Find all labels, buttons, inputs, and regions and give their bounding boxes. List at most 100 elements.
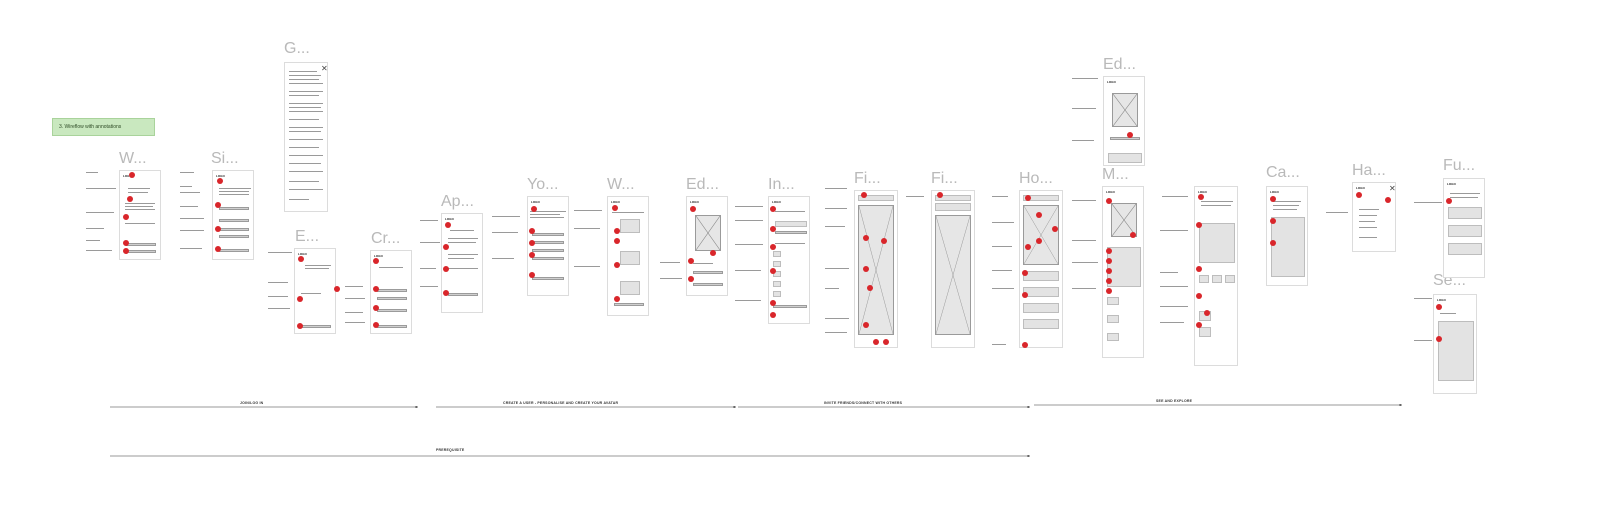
frame-title-ap: Ap...: [441, 193, 474, 210]
share-options[interactable]: [775, 221, 807, 227]
option-4[interactable]: [532, 257, 564, 260]
annotation-marker: [373, 258, 379, 264]
save-button[interactable]: [693, 283, 723, 286]
fact-card[interactable]: [1448, 225, 1482, 237]
photo-thumb[interactable]: [1107, 315, 1119, 323]
menu-item[interactable]: [1359, 227, 1377, 228]
annotation-note: [825, 268, 849, 269]
option-3[interactable]: [532, 249, 564, 252]
avatar-option[interactable]: [620, 219, 640, 233]
annotation-note: [1160, 286, 1188, 287]
section-label: 3. Wireflow with annotations: [52, 118, 155, 136]
photo-thumb[interactable]: [1107, 297, 1119, 305]
annotation-marker: [1025, 195, 1031, 201]
password-field[interactable]: [219, 219, 249, 222]
phone-find-2: [931, 190, 975, 348]
text-line: [448, 268, 478, 269]
annotation-marker: [123, 248, 129, 254]
annotation-note: [345, 322, 365, 323]
annotation-note: [992, 270, 1012, 271]
close-icon[interactable]: ✕: [1389, 184, 1396, 193]
name-field[interactable]: [1110, 137, 1140, 140]
annotation-note: [86, 240, 100, 241]
menu-item[interactable]: [1359, 237, 1377, 238]
filter-bar[interactable]: [935, 203, 971, 211]
fact-card[interactable]: [1448, 243, 1482, 255]
continue-button[interactable]: [219, 235, 249, 238]
close-icon[interactable]: ✕: [321, 64, 328, 73]
annotation-marker: [1196, 293, 1202, 299]
annotation-note: [1072, 140, 1094, 141]
continue-button[interactable]: [532, 277, 564, 280]
annotation-note: [660, 278, 682, 279]
feed-card[interactable]: [1023, 319, 1059, 329]
annotation-marker: [127, 196, 133, 202]
select-button[interactable]: [614, 303, 644, 306]
annotation-marker: [1127, 132, 1133, 138]
annotation-marker: [373, 322, 379, 328]
annotation-note: [1072, 108, 1096, 109]
search-bar[interactable]: [858, 195, 894, 201]
text-line: [379, 267, 403, 268]
annotation-note: [992, 196, 1008, 197]
menu-item[interactable]: [1359, 215, 1377, 216]
frame-title-ca: Ca...: [1266, 164, 1300, 181]
category-tile[interactable]: [1212, 275, 1222, 283]
map-area[interactable]: [935, 215, 971, 335]
avatar-option[interactable]: [620, 281, 640, 295]
logo: LOGO: [216, 174, 225, 178]
info-card[interactable]: [1199, 223, 1235, 263]
heading-line: [1440, 313, 1456, 314]
username-field[interactable]: [377, 297, 407, 300]
logo: LOGO: [1106, 190, 1115, 194]
plant-tile[interactable]: [1199, 327, 1211, 337]
frame-title-yo: Yo...: [527, 176, 559, 193]
avatar-option[interactable]: [620, 251, 640, 265]
text-line: [289, 119, 319, 120]
annotation-note: [86, 188, 116, 189]
text-line: [289, 75, 321, 76]
name-field[interactable]: [693, 271, 723, 274]
annotation-note: [345, 286, 363, 287]
share-button[interactable]: [775, 231, 807, 234]
annotation-marker: [1106, 278, 1112, 284]
text-line: [289, 111, 323, 112]
annotation-marker: [863, 322, 869, 328]
category-tile[interactable]: [1199, 275, 1209, 283]
profile-menu[interactable]: [1107, 247, 1141, 287]
annotation-marker: [614, 238, 620, 244]
text-line: [289, 127, 323, 128]
text-line: [289, 155, 323, 156]
annotation-marker: [1130, 232, 1136, 238]
photo-thumb[interactable]: [1107, 333, 1119, 341]
option-1[interactable]: [532, 233, 564, 236]
text-line: [289, 95, 319, 96]
contact-avatar: [773, 261, 781, 267]
heading-line: [612, 212, 644, 213]
flow-label-prereq: PREREQUISITE: [436, 448, 465, 452]
fact-card[interactable]: [1448, 207, 1482, 219]
frame-title-w2: W...: [607, 176, 635, 193]
settings-list[interactable]: [1438, 321, 1474, 381]
search-bar[interactable]: [935, 195, 971, 201]
text-line: [289, 163, 321, 164]
camera-viewfinder[interactable]: [1271, 217, 1305, 277]
search-bar[interactable]: [1023, 195, 1059, 201]
phone-edit-profile: LOGO: [1103, 76, 1145, 166]
heading-line: [1273, 205, 1299, 206]
phone-fun-facts: LOGO: [1443, 178, 1485, 278]
heading-line: [775, 243, 805, 244]
annotation-marker: [298, 256, 304, 262]
category-tile[interactable]: [1225, 275, 1235, 283]
menu-item[interactable]: [1359, 209, 1379, 210]
continue-button[interactable]: [773, 305, 807, 308]
feed-card[interactable]: [1023, 271, 1059, 281]
annotation-marker: [863, 266, 869, 272]
flow-label-join: JOIN/LOG IN: [240, 401, 264, 405]
annotation-note: [1160, 230, 1188, 231]
menu-item[interactable]: [1359, 221, 1375, 222]
bio-field[interactable]: [1108, 153, 1142, 163]
feed-card[interactable]: [1023, 303, 1059, 313]
email-field[interactable]: [219, 207, 249, 210]
annotation-note: [86, 212, 114, 213]
